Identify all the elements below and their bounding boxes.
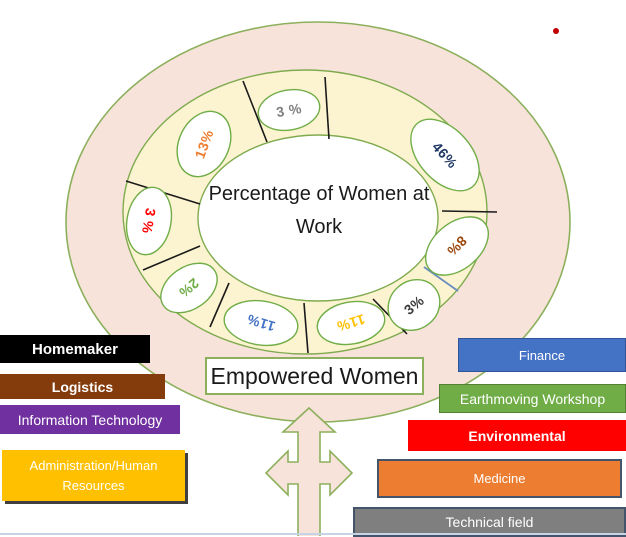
- legend-label: Earthmoving Workshop: [459, 390, 606, 407]
- legend-label: Administration/Human Resources: [29, 457, 158, 493]
- separator-line: [242, 80, 268, 143]
- female-symbol-cross-arrow: [264, 406, 354, 536]
- legend-earthmoving-workshop: Earthmoving Workshop: [439, 384, 626, 413]
- legend-logistics: Logistics: [0, 374, 165, 399]
- separator-line: [441, 210, 498, 213]
- label-ellipses: [125, 88, 489, 347]
- legend-label: Homemaker: [32, 340, 118, 358]
- separator-line: [303, 302, 309, 354]
- label-ellipse: [387, 279, 441, 331]
- legend-administration-human-resources: Administration/Human Resources: [2, 450, 185, 501]
- empowered-women-caption: Empowered Women: [205, 357, 424, 395]
- chart-title: Percentage of Women at Work: [208, 183, 430, 238]
- label-ellipse: [125, 186, 173, 256]
- legend-finance: Finance: [458, 338, 626, 372]
- label-ellipse: [257, 88, 321, 132]
- legend-label: Logistics: [51, 378, 114, 395]
- legend-label: Environmental: [468, 427, 566, 444]
- legend-medicine: Medicine: [377, 459, 622, 498]
- separator-line-blue: [423, 266, 459, 292]
- label-ellipse: [410, 118, 480, 192]
- legend-information-technology: Information Technology: [0, 405, 180, 434]
- legend-label: Technical field: [445, 514, 534, 530]
- legend-homemaker: Homemaker: [0, 335, 150, 363]
- label-ellipse: [223, 299, 299, 347]
- label-ellipse: [160, 262, 218, 314]
- legend-label: Information Technology: [17, 411, 163, 428]
- label-ellipse: [316, 300, 386, 346]
- legend-technical-field: Technical field: [353, 507, 626, 537]
- label-ellipse: [176, 110, 232, 178]
- separator-line: [209, 282, 230, 328]
- separator-line: [324, 76, 330, 140]
- red-dot-marker: [553, 28, 559, 34]
- legend-environmental: Environmental: [408, 420, 626, 451]
- separator-line: [142, 245, 201, 271]
- legend-label: Finance: [518, 347, 566, 363]
- legend-label: Medicine: [473, 471, 526, 486]
- label-ellipse: [425, 216, 489, 276]
- slide-bottom-edge-line: [0, 533, 626, 535]
- donut-ring-inner: [197, 134, 439, 302]
